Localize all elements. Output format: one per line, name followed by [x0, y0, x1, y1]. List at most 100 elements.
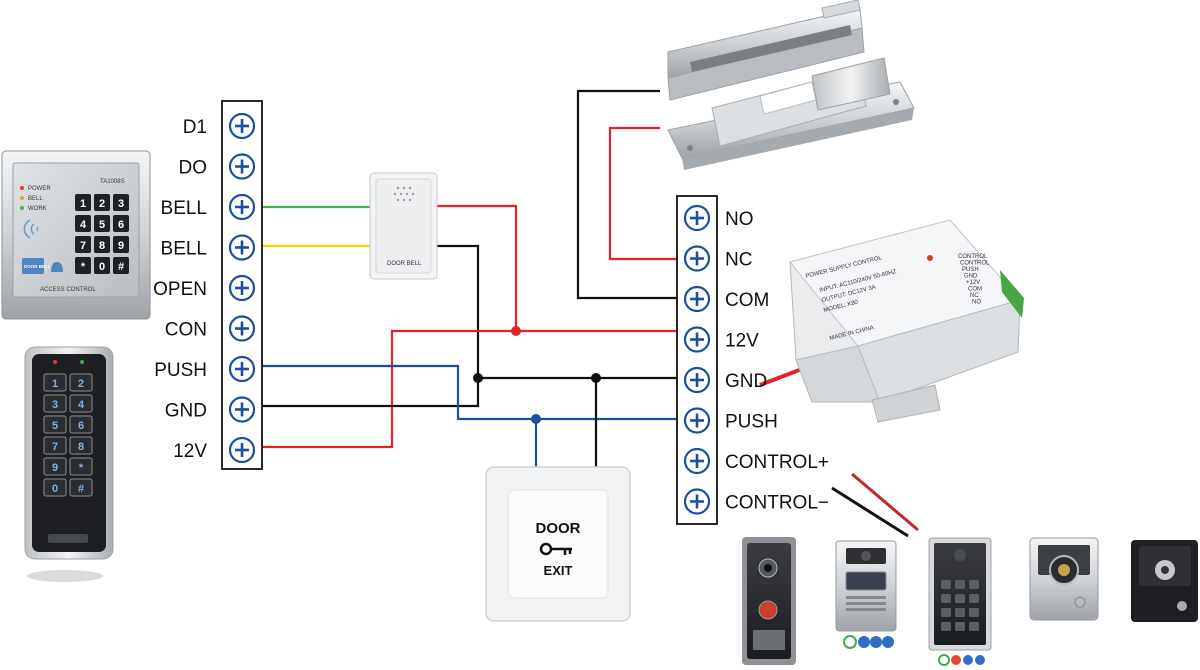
keypad-leds: POWER BELL WORK [20, 186, 51, 212]
rfid-icon [23, 219, 39, 239]
right-terminal-label: PUSH [725, 412, 778, 433]
intercom-panel-4 [1029, 537, 1099, 621]
slim-keypad-key: 3 [43, 394, 67, 413]
psu-terminal-label: PUSH [962, 267, 979, 273]
slim-keypad-key: 4 [69, 394, 93, 413]
left-terminal-label: DO [179, 158, 208, 179]
psu-terminal-label: COM [968, 287, 982, 293]
right-terminal-label: COM [725, 290, 769, 311]
svg-text:6: 6 [118, 219, 124, 231]
wire-lock-red [608, 126, 680, 261]
doorbell-label: DOOR BELL [387, 261, 422, 267]
right-terminal-label: NO [725, 209, 754, 230]
left-terminal-label: PUSH [154, 360, 207, 381]
keypad-key: 1 [75, 194, 91, 211]
intercom-panel-1 [742, 537, 796, 665]
svg-text:9: 9 [52, 462, 58, 474]
svg-text:8: 8 [99, 240, 105, 252]
exit-button-line2: EXIT [544, 563, 573, 578]
intercom-key [941, 622, 951, 631]
left-terminal-label: BELL [161, 198, 207, 219]
doorbell-key [22, 258, 44, 274]
wire-bell-red [437, 204, 518, 331]
keypad-key: 0 [94, 257, 110, 274]
screw-terminal-icon [228, 234, 256, 261]
right-terminal-label: NC [725, 250, 752, 271]
intercom-key [955, 594, 965, 603]
wire-control-red [851, 472, 919, 532]
svg-text:0: 0 [52, 483, 58, 495]
svg-text:3: 3 [52, 399, 58, 411]
key-icon [539, 542, 572, 556]
screw-terminal-icon [683, 488, 711, 515]
svg-text:*: * [81, 261, 86, 273]
left-terminal-label: CON [165, 320, 207, 341]
svg-text:8: 8 [78, 441, 84, 453]
svg-text:2: 2 [78, 378, 84, 390]
keypad-key: 7 [75, 236, 91, 253]
intercom-key [969, 594, 979, 603]
left-terminal-label: OPEN [153, 279, 207, 300]
wire-control-black [831, 486, 909, 538]
intercom-panel-3 [928, 537, 992, 666]
svg-text:1: 1 [80, 198, 86, 210]
screw-terminal-icon [228, 355, 256, 383]
psu-terminal-label: +12V [966, 280, 980, 286]
exit-button-line1: DOOR [536, 520, 581, 537]
psu-terminal-label: GND [964, 274, 978, 280]
led-bell-label: BELL [28, 196, 43, 202]
intercom-key [969, 622, 979, 631]
left-terminal-label: GND [165, 401, 207, 422]
screw-terminal-icon [228, 112, 256, 140]
wire-lock-black [576, 89, 680, 300]
svg-text:4: 4 [78, 399, 85, 411]
keypad-key: 6 [113, 215, 129, 232]
keypad-key: # [113, 257, 129, 274]
screw-terminal-icon [683, 245, 711, 272]
intercom-key [941, 594, 951, 603]
intercom-key [955, 622, 965, 631]
keypad-key: * [75, 257, 91, 274]
intercom-devices [742, 537, 1198, 666]
svg-text:#: # [78, 483, 84, 495]
bell-icon [51, 262, 63, 272]
screw-terminal-icon [683, 326, 711, 353]
wire-12v [262, 329, 680, 449]
junction-push [531, 414, 541, 424]
intercom-key [969, 580, 979, 589]
keypad-key: 9 [113, 236, 129, 253]
screw-terminal-icon [228, 436, 256, 464]
svg-text:7: 7 [52, 441, 58, 453]
svg-text:#: # [118, 261, 124, 273]
keypad-brand: ACCESS CONTROL [40, 287, 96, 293]
left-terminal-label: BELL [161, 239, 207, 260]
right-terminal-label: 12V [725, 331, 759, 352]
screw-terminal-icon [228, 274, 256, 302]
screw-terminal-icon [228, 153, 256, 180]
wire-gnd [262, 376, 680, 408]
right-terminal-label: CONTROL+ [725, 452, 829, 473]
screw-terminal-icon [228, 396, 256, 423]
led-power-label: POWER [28, 186, 51, 192]
svg-text:9: 9 [118, 240, 124, 252]
intercom-key [941, 608, 951, 617]
led-work-label: WORK [28, 206, 47, 212]
svg-text:1: 1 [52, 378, 58, 390]
screw-terminal-icon [683, 447, 711, 475]
bolt-lock [667, 57, 915, 170]
slim-keypad-key: 9 [43, 457, 67, 476]
junction-gnd-right [591, 373, 601, 383]
slim-keypad-key: 6 [69, 415, 93, 434]
speaker-grille-icon [393, 186, 415, 202]
left-terminal-label: 12V [173, 441, 207, 462]
screw-terminal-icon [228, 193, 256, 221]
doorbell-key-label: DOOR BELL [24, 264, 51, 269]
screw-terminal-icon [683, 285, 711, 313]
screw-terminal-icon [228, 315, 256, 342]
intercom-key [955, 608, 965, 617]
screw-terminal-icon [683, 204, 711, 232]
